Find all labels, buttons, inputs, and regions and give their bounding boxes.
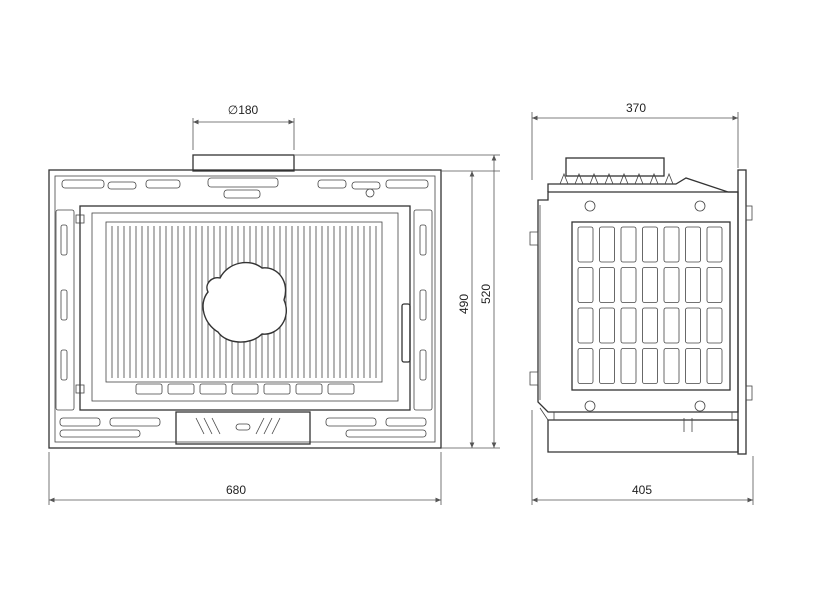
bottom-decor [59, 417, 427, 438]
top-fins [559, 172, 674, 185]
side-base [547, 419, 739, 453]
glass-panel [105, 221, 383, 383]
grid-cells [577, 226, 723, 384]
flue-collar [192, 154, 295, 172]
flue-diameter-label: ∅180 [228, 103, 259, 117]
flame-cutout [202, 261, 287, 343]
side-depth-top-label: 370 [626, 101, 646, 115]
ash-drawer [175, 411, 311, 445]
front-height-outer-label: 520 [479, 284, 493, 304]
side-dimensions: 370 405 [531, 101, 754, 505]
side-front-plate [737, 169, 747, 455]
front-width-label: 680 [226, 483, 246, 497]
front-dimensions: ∅180 680 490 520 [48, 103, 500, 505]
heat-exchanger-grid [571, 221, 731, 391]
side-depth-bottom-label: 405 [632, 483, 652, 497]
front-height-inner-label: 490 [457, 294, 471, 314]
ash-drawer-slots [195, 417, 281, 435]
side-flue-collar [565, 157, 665, 177]
front-view [48, 154, 442, 449]
side-view [529, 157, 753, 455]
door-handle [401, 303, 411, 363]
front-frame [48, 169, 442, 449]
top-decor [61, 177, 429, 199]
side-decor [55, 209, 433, 411]
door-bottom-vents [135, 383, 355, 395]
